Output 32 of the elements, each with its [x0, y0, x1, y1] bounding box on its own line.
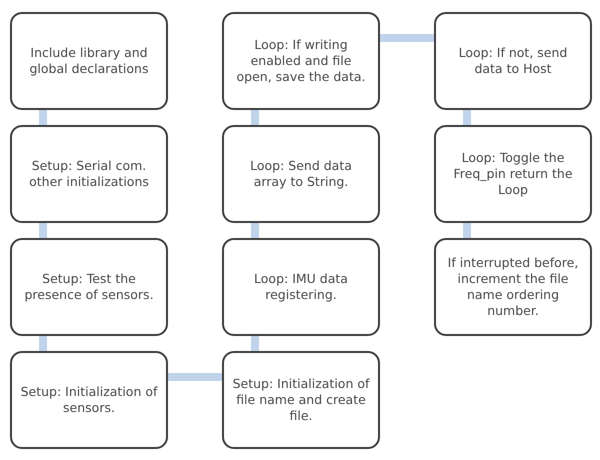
connector-line — [380, 34, 434, 42]
process-box — [434, 12, 592, 110]
connector-line — [251, 336, 259, 351]
box-label: Setup: Initialization of file name and create file. — [232, 376, 370, 424]
connector-line — [39, 336, 47, 351]
box-label: Setup: Test the presence of sensors. — [23, 270, 155, 304]
process-box — [434, 125, 592, 223]
process-box — [222, 12, 380, 110]
connector-line — [251, 110, 259, 125]
process-box — [434, 238, 592, 336]
process-box — [10, 125, 168, 223]
box-label: Loop: IMU data registering. — [253, 270, 349, 304]
box-label: Loop: If writing enabled and file open, save the data. — [236, 36, 366, 86]
box-label: Loop: If not, send data to Host — [458, 44, 568, 78]
process-box — [10, 238, 168, 336]
process-box — [10, 12, 168, 110]
box-label: Include library and global declarations — [28, 44, 150, 78]
box-label: Setup: Serial com. other initializations — [28, 158, 150, 190]
connector-line — [251, 223, 259, 238]
process-box — [222, 125, 380, 223]
connector-line — [39, 110, 47, 125]
connector-line — [463, 110, 471, 125]
box-label: Loop: Send data array to String. — [249, 158, 353, 190]
process-box — [10, 351, 168, 449]
process-box — [222, 351, 380, 449]
connector-line — [168, 373, 222, 381]
process-box — [222, 238, 380, 336]
box-label: Loop: Toggle the Freq_pin return the Loop — [452, 150, 574, 198]
connector-line — [39, 223, 47, 238]
box-label: If interrupted before, increment the file name ordering number. — [446, 254, 580, 320]
box-label: Setup: Initialization of sensors. — [20, 384, 158, 416]
connector-line — [463, 223, 471, 238]
